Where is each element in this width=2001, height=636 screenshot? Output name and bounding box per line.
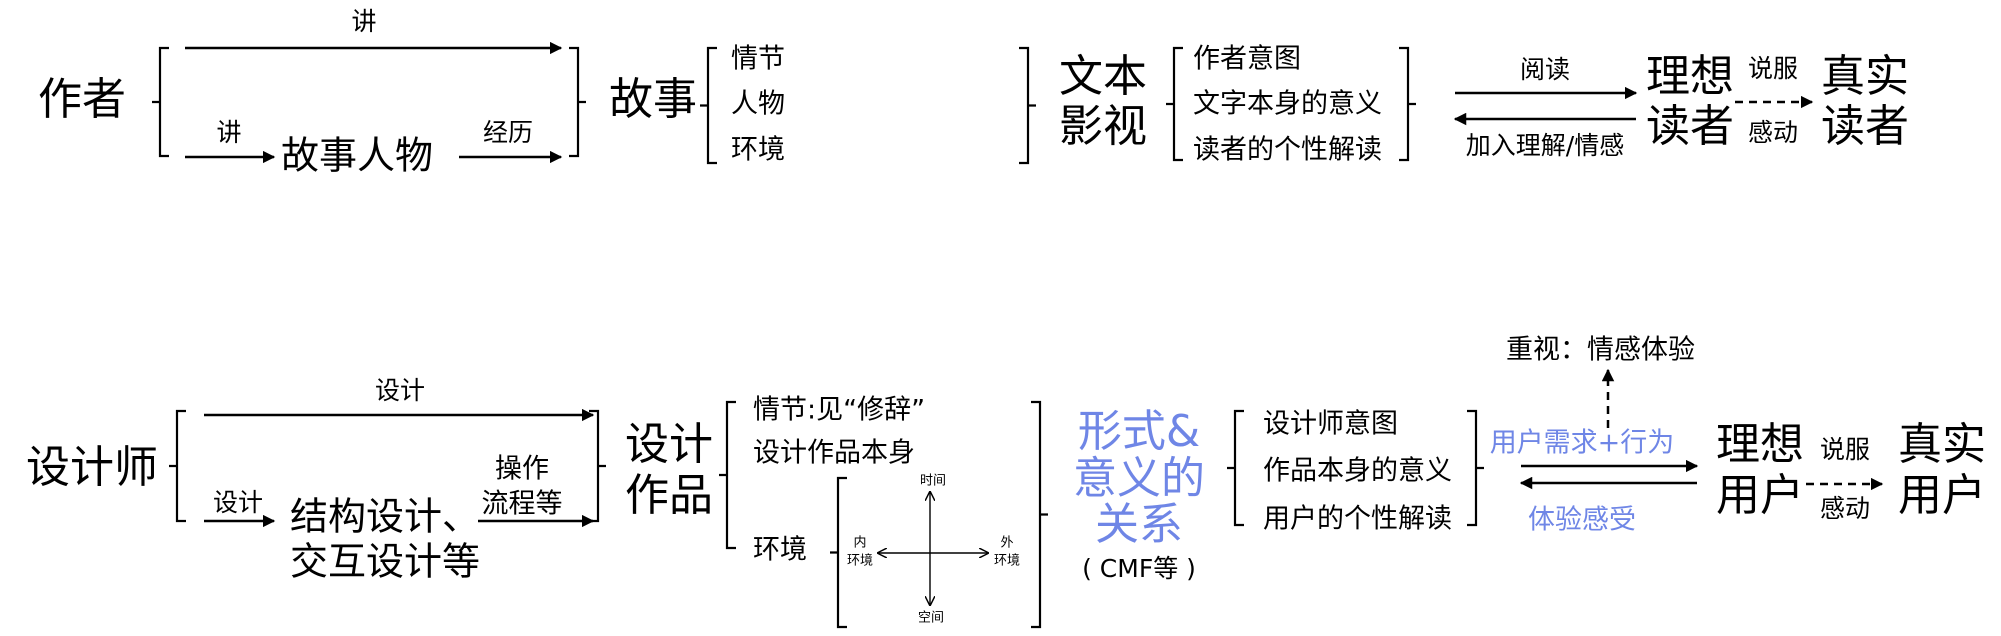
design-meaning-item: 作品本身的意义 [1263,456,1452,487]
brace-design-meanings-open [1227,409,1244,527]
operation-label: 操作 [495,454,549,485]
design-label-bottom: 设计 [213,488,263,517]
design-work-label: 设计 [625,419,713,470]
design-meaning-item: 设计师意图 [1263,409,1398,440]
ideal-user-label: 理想 [1716,419,1804,470]
ideal-reader-label: 读者 [1646,101,1734,152]
work-element: 设计作品本身 [753,438,915,469]
film-label: 影视 [1059,101,1147,152]
relation-label: 关系 [1095,499,1183,550]
process-label: 流程等 [482,489,563,520]
persuade-label: 说服 [1748,54,1798,83]
real-reader-label: 真实 [1821,51,1909,102]
brace-work-elements [719,400,736,550]
story-element: 情节 [731,44,785,75]
axis-inner-label: 环境 [847,554,873,569]
story-model: 作者 讲 讲 故事人物 经历 故事 情节 人物 环境 文本 影视 作者意图 文字… [38,7,1909,178]
relation-label: 意义的 [1073,453,1205,504]
experience-feel-label: 体验感受 [1528,505,1636,536]
move-label: 感动 [1748,118,1798,147]
bracket-environment [830,476,847,629]
text-label: 文本 [1059,51,1147,102]
axis-space-label: 空间 [918,611,944,626]
add-understanding-label: 加入理解/情感 [1466,131,1624,160]
axis-outer-label: 外 [1000,536,1013,551]
structure-label: 结构设计、 [290,495,480,539]
work-element: 环境 [753,535,807,566]
bracket-designer [169,409,186,523]
experience-label: 经历 [483,118,533,147]
tell-label-bottom: 讲 [216,118,241,147]
relation-label: 形式& [1078,406,1200,457]
persuade-label: 说服 [1820,435,1870,464]
brace-design-meanings-close [1467,409,1484,527]
brace-meanings-open [1166,46,1183,162]
axis-time-label: 时间 [920,474,946,489]
read-label: 阅读 [1520,55,1570,84]
real-user-label: 真实 [1898,419,1986,470]
meaning-item: 作者意图 [1193,44,1301,75]
brace-meanings-close [1399,46,1416,162]
design-label-top: 设计 [375,376,425,405]
brace-story-elements [700,46,717,165]
work-element: 情节:见“修辞” [753,395,925,426]
brace-text-in [1019,46,1036,165]
emphasis-label: 重视：情感体验 [1506,335,1695,366]
story-element: 人物 [731,89,785,120]
bracket-story-in [569,46,586,158]
brackets-layer [152,46,1484,629]
axis-outer-label: 环境 [994,554,1020,569]
designer-label: 设计师 [26,442,158,493]
characters-label: 故事人物 [281,134,433,178]
design-work-label: 作品 [625,470,713,521]
interaction-label: 交互设计等 [290,540,480,584]
axis-inner-label: 内 [853,535,866,551]
real-user-label: 用户 [1898,470,1986,521]
environment-axes: 时间 空间 内 环境 外 环境 [847,474,1020,626]
tell-label-top: 讲 [351,7,376,36]
design-meaning-item: 用户的个性解读 [1263,504,1452,535]
user-needs-label: 用户需求+行为 [1490,428,1675,459]
real-reader-label: 读者 [1821,101,1909,152]
author-label: 作者 [38,74,126,125]
story-label: 故事 [609,74,697,125]
bracket-work-in [589,409,606,523]
bracket-author [152,46,169,158]
story-element: 环境 [731,135,785,166]
cmf-note: ( CMF等 ) [1082,554,1196,583]
brace-work-close [1031,400,1048,629]
meaning-item: 文字本身的意义 [1193,89,1382,120]
design-model: 设计师 设计 设计 结构设计、 交互设计等 操作 流程等 设计 作品 情节:见“… [26,335,1986,626]
ideal-user-label: 用户 [1716,470,1804,521]
meaning-item: 读者的个性解读 [1193,135,1382,166]
ideal-reader-label: 理想 [1646,51,1734,102]
move-label: 感动 [1820,494,1870,523]
